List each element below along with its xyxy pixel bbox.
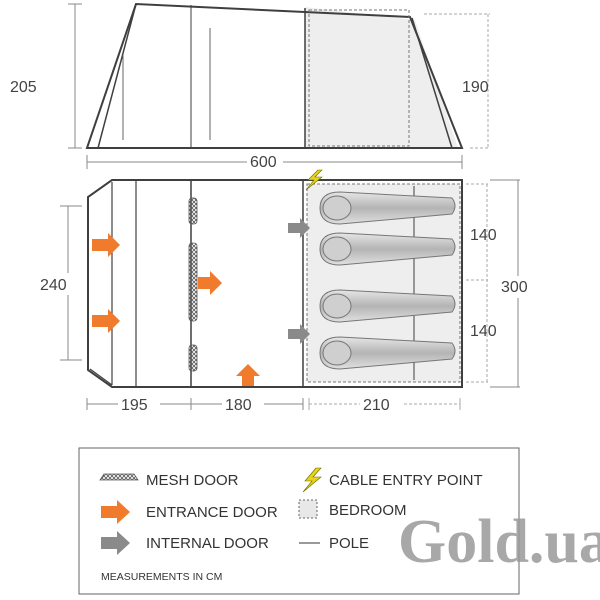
entrance-door-arrow-icon — [92, 233, 120, 257]
side-elevation: 205 190 — [10, 2, 490, 149]
legend-internal-door: INTERNAL DOOR — [146, 535, 269, 552]
mesh-door-strip — [188, 344, 198, 372]
cable-entry-lightning-icon — [305, 169, 323, 191]
bedroom-swatch-icon — [298, 499, 318, 519]
side-inner-line-right — [411, 17, 453, 149]
mesh-door-icon — [99, 473, 139, 481]
legend: MESH DOOR ENTRANCE DOOR INTERNAL DOOR ME… — [78, 447, 520, 595]
sleeping-bag — [319, 336, 456, 370]
dim-bedroom-bottom: 140 — [470, 323, 497, 340]
legend-frame — [78, 447, 520, 595]
side-inner-line-left — [97, 3, 137, 149]
dim-side-height-left: 205 — [10, 79, 37, 96]
dim-section-3: 210 — [363, 397, 390, 414]
length-dimension: 600 — [86, 150, 463, 171]
internal-door-arrow-icon — [288, 324, 310, 344]
sleeping-bag — [319, 191, 456, 225]
dim-total-length: 600 — [250, 154, 277, 171]
entrance-door-arrow-icon — [236, 364, 260, 386]
entrance-door-icon — [101, 500, 130, 524]
legend-cable-entry: CABLE ENTRY POINT — [329, 472, 483, 489]
mesh-door-strip — [188, 242, 198, 322]
floor-outline — [87, 179, 463, 388]
legend-mesh-door: MESH DOOR — [146, 472, 239, 489]
sleeping-bag — [319, 289, 456, 323]
sleeping-bag — [319, 232, 456, 266]
legend-bedroom: BEDROOM — [329, 502, 407, 519]
dim-bedroom-top: 140 — [470, 227, 497, 244]
floor-inner-outline — [89, 182, 113, 386]
internal-door-icon — [101, 531, 130, 555]
watermark-logo: Gold.ua — [398, 508, 600, 576]
lightning-bolt-icon — [302, 467, 322, 493]
dim-section-2: 180 — [225, 397, 252, 414]
entrance-door-arrow-icon — [198, 271, 222, 295]
floor-plan: 240 140 140 300 195 180 210 — [36, 169, 540, 414]
dim-width-left: 240 — [40, 277, 67, 294]
mesh-door-strip — [188, 197, 198, 225]
side-bedroom-dashed — [308, 9, 410, 147]
internal-door-arrow-icon — [288, 218, 310, 238]
dim-section-1: 195 — [121, 397, 148, 414]
legend-measurements-note: MEASUREMENTS IN CM — [101, 571, 222, 583]
legend-pole: POLE — [329, 535, 369, 552]
entrance-door-arrow-icon — [92, 309, 120, 333]
dim-width-right: 300 — [501, 279, 528, 296]
dim-side-height-right: 190 — [462, 79, 489, 96]
side-outline — [85, 2, 464, 149]
legend-entrance-door: ENTRANCE DOOR — [146, 504, 278, 521]
